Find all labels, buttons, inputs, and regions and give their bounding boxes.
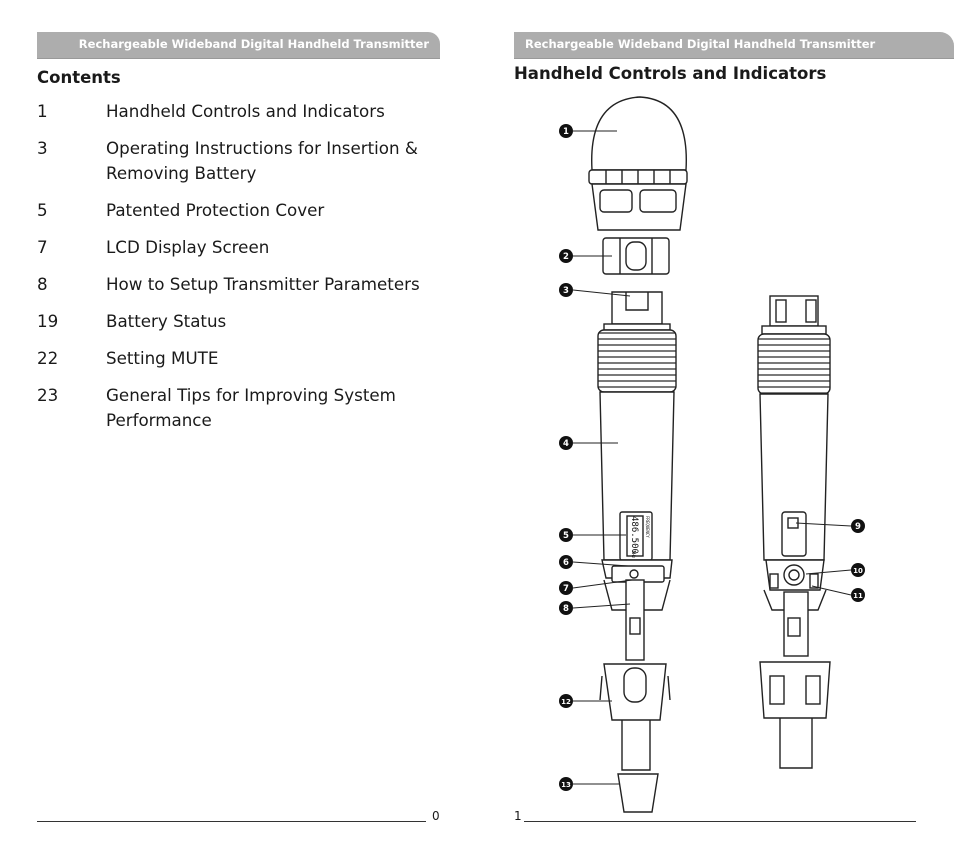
callout-lines bbox=[572, 130, 852, 785]
callout-9: 9 bbox=[851, 519, 865, 533]
svg-text:11: 11 bbox=[853, 592, 863, 600]
toc-entry[interactable]: 8 How to Setup Transmitter Parameters bbox=[37, 272, 437, 297]
left-page: Rechargeable Wideband Digital Handheld T… bbox=[37, 32, 440, 823]
cartridge bbox=[611, 291, 663, 325]
page-number: 0 bbox=[432, 809, 440, 823]
toc-page-number: 3 bbox=[37, 138, 48, 158]
svg-text:1: 1 bbox=[563, 127, 569, 137]
footer-rule bbox=[524, 821, 916, 822]
callout-4: 4 bbox=[559, 436, 573, 450]
svg-text:9: 9 bbox=[855, 522, 861, 532]
toc-label: Operating Instructions for Insertion & R… bbox=[106, 138, 418, 183]
page-header: Rechargeable Wideband Digital Handheld T… bbox=[514, 32, 954, 59]
svg-text:6: 6 bbox=[563, 558, 569, 568]
contents-title: Contents bbox=[37, 68, 121, 87]
callout-6: 6 bbox=[559, 555, 573, 569]
toc-entry[interactable]: 3 Operating Instructions for Insertion &… bbox=[37, 136, 437, 186]
toc-entry[interactable]: 19 Battery Status bbox=[37, 309, 437, 334]
toc-entry[interactable]: 7 LCD Display Screen bbox=[37, 235, 437, 260]
toc-label: Setting MUTE bbox=[106, 348, 219, 368]
transmitter-diagram: 1 2 3 4 5 6 7 8 9 10 11 12 13 FREQUENCY … bbox=[559, 96, 865, 813]
svg-text:2: 2 bbox=[563, 252, 569, 262]
page-header: Rechargeable Wideband Digital Handheld T… bbox=[37, 32, 440, 59]
end-cap bbox=[617, 773, 659, 813]
toc-label: LCD Display Screen bbox=[106, 237, 270, 257]
callout-10: 10 bbox=[851, 563, 865, 577]
toc-page-number: 8 bbox=[37, 274, 48, 294]
callout-2: 2 bbox=[559, 249, 573, 263]
svg-text:3: 3 bbox=[563, 286, 569, 296]
toc-entry[interactable]: 23 General Tips for Improving System Per… bbox=[37, 383, 437, 433]
svg-text:10: 10 bbox=[853, 567, 863, 575]
table-of-contents: 1 Handheld Controls and Indicators 3 Ope… bbox=[37, 99, 437, 445]
callout-1: 1 bbox=[559, 124, 573, 138]
toc-page-number: 23 bbox=[37, 385, 59, 405]
callout-7: 7 bbox=[559, 581, 573, 595]
toc-entry[interactable]: 5 Patented Protection Cover bbox=[37, 198, 437, 223]
callout-8: 8 bbox=[559, 601, 573, 615]
right-page: Rechargeable Wideband Digital Handheld T… bbox=[477, 0, 954, 849]
toc-page-number: 5 bbox=[37, 200, 48, 220]
svg-text:8: 8 bbox=[563, 604, 569, 614]
section-title: Handheld Controls and Indicators bbox=[514, 64, 827, 83]
lcd-unit: MHz bbox=[631, 551, 636, 559]
svg-text:4: 4 bbox=[563, 439, 569, 449]
callout-5: 5 bbox=[559, 528, 573, 542]
svg-text:5: 5 bbox=[563, 531, 569, 541]
toc-page-number: 22 bbox=[37, 348, 59, 368]
svg-text:7: 7 bbox=[563, 584, 569, 594]
toc-entry[interactable]: 22 Setting MUTE bbox=[37, 346, 437, 371]
toc-label: Patented Protection Cover bbox=[106, 200, 325, 220]
lcd-frequency-label: FREQUENCY bbox=[645, 516, 650, 538]
toc-page-number: 1 bbox=[37, 101, 48, 121]
toc-label: Handheld Controls and Indicators bbox=[106, 101, 385, 121]
callout-13: 13 bbox=[559, 777, 573, 791]
toc-label: General Tips for Improving System Perfor… bbox=[106, 385, 396, 430]
svg-text:12: 12 bbox=[561, 698, 571, 706]
svg-text:13: 13 bbox=[561, 781, 571, 789]
toc-label: Battery Status bbox=[106, 311, 227, 331]
callout-11: 11 bbox=[851, 588, 865, 602]
side-ribbed-grip bbox=[757, 333, 831, 395]
callout-3: 3 bbox=[559, 283, 573, 297]
lcd-frequency: 486.500 bbox=[629, 516, 639, 554]
callout-12: 12 bbox=[559, 694, 573, 708]
callout-markers: 1 2 3 4 5 6 7 8 9 10 11 12 13 bbox=[559, 124, 865, 791]
toc-page-number: 7 bbox=[37, 237, 48, 257]
toc-page-number: 19 bbox=[37, 311, 59, 331]
page-number: 1 bbox=[514, 809, 522, 823]
footer-rule bbox=[37, 821, 426, 822]
front-view bbox=[588, 96, 688, 813]
mic-grille bbox=[591, 96, 687, 171]
side-view bbox=[757, 295, 831, 769]
toc-entry[interactable]: 1 Handheld Controls and Indicators bbox=[37, 99, 437, 124]
ribbed-grip bbox=[597, 329, 677, 393]
lcd-text: FREQUENCY 486.500 MHz bbox=[629, 516, 650, 559]
toc-label: How to Setup Transmitter Parameters bbox=[106, 274, 420, 294]
